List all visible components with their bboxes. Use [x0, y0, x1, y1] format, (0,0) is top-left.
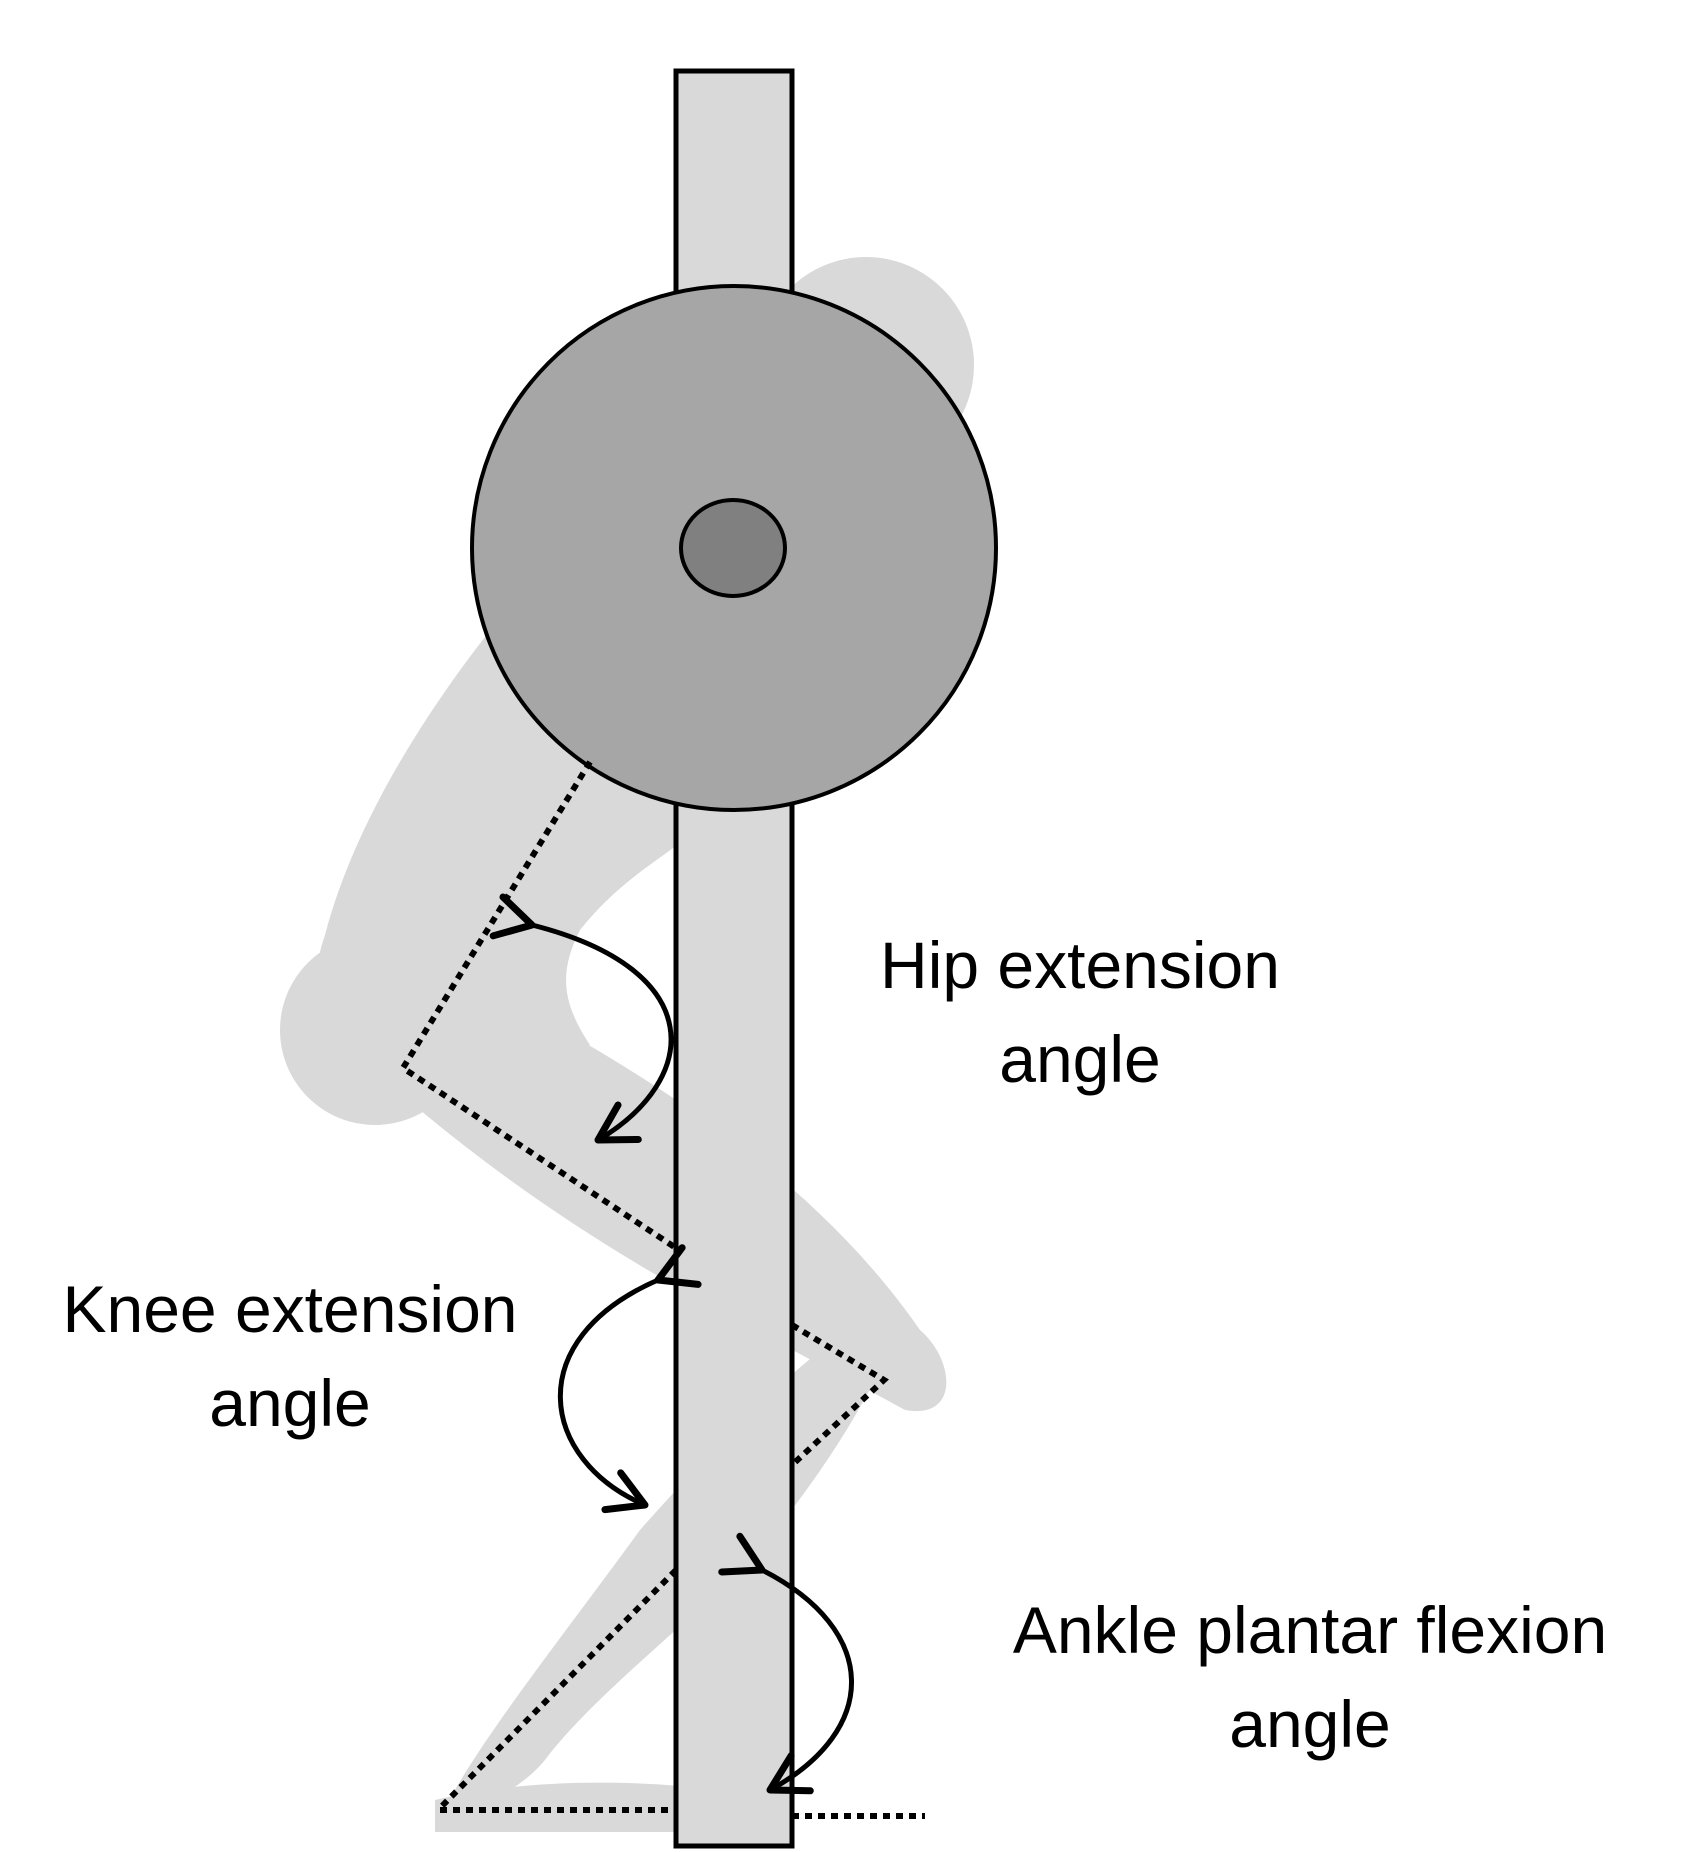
shank-line [437, 1567, 679, 1811]
knee-angle-arrow [557, 1244, 702, 1514]
segment-lines [398, 760, 925, 1819]
hip-angle-arrow [489, 893, 674, 1144]
ankle-plantar-flexion-angle-label: Ankle plantar flexion angle [960, 1583, 1660, 1771]
knee-angle-lines [789, 1322, 889, 1468]
hip-label-line2: angle [999, 1022, 1161, 1096]
plate-hub [679, 498, 787, 598]
foot-silhouette [435, 1782, 720, 1832]
hip-extension-angle-label: Hip extension angle [820, 918, 1340, 1106]
knee-label-line2: angle [209, 1366, 371, 1440]
hip-angle-lines [398, 760, 678, 1251]
ankle-angle-arrow [718, 1532, 854, 1795]
ankle-label-line2: angle [1229, 1687, 1391, 1761]
knee-label-line1: Knee extension [62, 1272, 518, 1346]
knee-extension-angle-label: Knee extension angle [30, 1262, 550, 1450]
ankle-label-line1: Ankle plantar flexion [1012, 1593, 1608, 1667]
angle-arrows [489, 893, 854, 1795]
hip-label-line1: Hip extension [880, 928, 1280, 1002]
